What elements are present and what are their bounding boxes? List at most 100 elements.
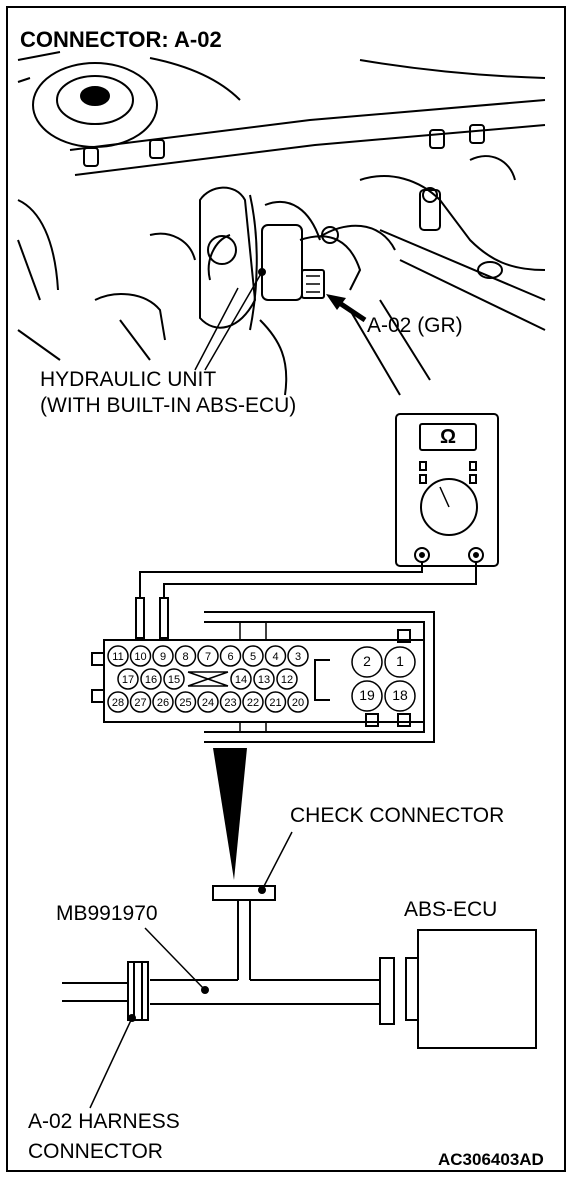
pin-circle — [163, 668, 185, 690]
pin-number: 11 — [112, 651, 123, 663]
pin-25: 25 — [174, 691, 197, 713]
pin-2: 2 — [351, 646, 383, 678]
harness-connector-label-line1: A-02 HARNESS — [28, 1110, 180, 1133]
pin-circle — [107, 691, 129, 713]
pin-number: 28 — [112, 697, 124, 709]
connector-callout-label: A-02 (GR) — [367, 314, 463, 337]
pin-circle — [129, 691, 152, 713]
pin-17: 17 — [117, 668, 139, 690]
pin-circle — [152, 691, 174, 713]
check-harness — [62, 831, 537, 1109]
hydraulic-unit-label-line1: HYDRAULIC UNIT — [40, 368, 217, 391]
pin-circle — [174, 691, 197, 713]
pin-circle — [197, 645, 219, 667]
pin-number: 12 — [281, 674, 293, 686]
pin-11: 11 — [107, 645, 129, 667]
pin-21: 21 — [264, 691, 287, 713]
pin-circle — [264, 645, 287, 667]
pin-number: 10 — [134, 651, 146, 663]
abs-ecu-label: ABS-ECU — [404, 898, 498, 921]
pin-number: 1 — [396, 653, 404, 669]
pin-4: 4 — [264, 645, 287, 667]
pin-6: 6 — [219, 645, 242, 667]
pin-circle — [230, 668, 252, 690]
pin-number: 6 — [227, 651, 233, 663]
pin-27: 27 — [129, 691, 152, 713]
pin-circle — [287, 691, 309, 713]
pin-number: 18 — [392, 687, 408, 703]
pin-number: 22 — [247, 697, 259, 709]
pin-circle — [351, 646, 383, 678]
pin-circle — [140, 668, 162, 690]
pin-circle — [117, 668, 139, 690]
pin-circle — [219, 691, 242, 713]
pin-number: 25 — [179, 697, 191, 709]
pin-number: 9 — [160, 651, 166, 663]
pin-number: 7 — [205, 651, 211, 663]
pin-28: 28 — [107, 691, 129, 713]
ohmmeter — [395, 413, 499, 567]
pin-circle — [276, 668, 298, 690]
pin-number: 26 — [157, 697, 169, 709]
pin-circle — [242, 691, 264, 713]
harness-connector-label-line2: CONNECTOR — [28, 1140, 163, 1163]
pin-circle — [384, 646, 416, 678]
pin-number: 20 — [292, 697, 304, 709]
tool-number-label: MB991970 — [56, 902, 158, 925]
pin-3: 3 — [287, 645, 309, 667]
pin-number: 19 — [359, 687, 375, 703]
pin-number: 14 — [235, 674, 247, 686]
pin-circle — [264, 691, 287, 713]
enlargement-pointer — [213, 748, 247, 880]
pin-circle — [129, 645, 152, 667]
check-connector-label: CHECK CONNECTOR — [290, 804, 505, 827]
pin-14: 14 — [230, 668, 252, 690]
pin-10: 10 — [129, 645, 152, 667]
pin-12: 12 — [276, 668, 298, 690]
pin-number: 15 — [168, 674, 180, 686]
pin-8: 8 — [174, 645, 197, 667]
pin-circle — [384, 680, 416, 712]
pin-circle — [197, 691, 219, 713]
pin-9: 9 — [152, 645, 174, 667]
pin-16: 16 — [140, 668, 162, 690]
pin-number: 21 — [269, 697, 281, 709]
pin-number: 13 — [258, 674, 270, 686]
pin-circle — [174, 645, 197, 667]
pin-circle — [219, 645, 242, 667]
engine-bay-illustration — [17, 51, 546, 396]
pin-number: 27 — [134, 697, 146, 709]
pin-circle — [242, 645, 264, 667]
pin-number: 24 — [202, 697, 214, 709]
ohm-symbol: Ω — [439, 426, 457, 448]
pin-number: 2 — [363, 653, 371, 669]
figure-code: AC306403AD — [438, 1150, 544, 1169]
pin-circle — [351, 680, 383, 712]
blank-cavity-mark — [187, 671, 229, 687]
pin-23: 23 — [219, 691, 242, 713]
pin-1: 1 — [384, 646, 416, 678]
pin-number: 16 — [145, 674, 157, 686]
pin-7: 7 — [197, 645, 219, 667]
pin-number: 23 — [224, 697, 236, 709]
pin-20: 20 — [287, 691, 309, 713]
pin-18: 18 — [384, 680, 416, 712]
pin-circle — [287, 645, 309, 667]
pin-19: 19 — [351, 680, 383, 712]
hydraulic-unit-label-line2: (WITH BUILT-IN ABS-ECU) — [40, 394, 297, 417]
pin-26: 26 — [152, 691, 174, 713]
pin-circle — [107, 645, 129, 667]
pin-number: 4 — [272, 651, 278, 663]
pin-22: 22 — [242, 691, 264, 713]
pin-5: 5 — [242, 645, 264, 667]
pin-number: 5 — [250, 651, 256, 663]
pin-number: 17 — [122, 674, 134, 686]
pin-number: 8 — [182, 651, 188, 663]
pin-circle — [253, 668, 275, 690]
pin-15: 15 — [163, 668, 185, 690]
diagram-title: CONNECTOR: A-02 — [20, 27, 222, 52]
pin-13: 13 — [253, 668, 275, 690]
pin-24: 24 — [197, 691, 219, 713]
